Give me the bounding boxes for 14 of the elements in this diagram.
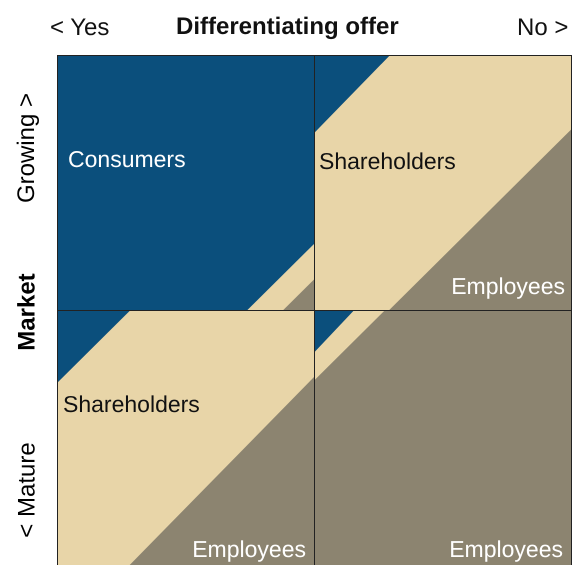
quadrant-label: Employees — [192, 536, 306, 563]
quadrant-label: Employees — [449, 536, 563, 563]
axis-label: No > — [517, 14, 568, 42]
axis-title: Differentiating offer — [176, 13, 399, 41]
quadrant-label: Employees — [451, 273, 565, 300]
axis-label: < Yes — [50, 14, 110, 42]
quadrant-label: Shareholders — [319, 148, 456, 175]
quadrant-label: Consumers — [68, 146, 186, 173]
quadrant-label: Shareholders — [63, 391, 200, 418]
matrix-quadrant — [314, 310, 572, 565]
axis-label: Growing > — [13, 92, 42, 204]
axis-label: < Mature — [13, 442, 42, 538]
matrix-quadrant — [57, 55, 315, 311]
axis-title: Market — [13, 273, 42, 351]
